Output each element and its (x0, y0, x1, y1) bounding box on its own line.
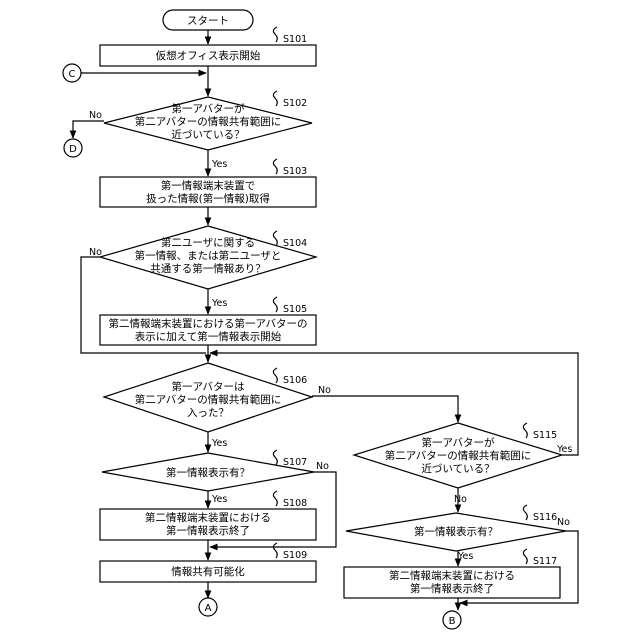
connector-b: B (443, 611, 461, 629)
svg-text:共通する第一情報あり？: 共通する第一情報あり？ (150, 262, 266, 275)
svg-text:扱った情報(第一情報)取得: 扱った情報(第一情報)取得 (146, 192, 270, 205)
svg-text:第一情報、または第二ユーザと: 第一情報、または第二ユーザと (135, 249, 282, 262)
tag-s108: S108 (283, 498, 307, 509)
connector-d: D (64, 139, 82, 157)
step-s117: 第二情報端末装置における 第一情報表示終了 (344, 567, 560, 598)
svg-text:情報共有可能化: 情報共有可能化 (171, 565, 245, 578)
svg-text:第一情報表示有？: 第一情報表示有？ (166, 466, 250, 479)
decision-s115: 第一アバターが 第二アバターの情報共有範囲に 近づいている？ (354, 423, 562, 488)
svg-text:C: C (69, 69, 76, 80)
step-s105: 第二情報端末装置における第一アバターの 表示に加えて第一情報表示開始 (100, 315, 316, 345)
start-label: スタート (187, 15, 229, 27)
step-s108: 第二情報端末装置における 第一情報表示終了 (100, 509, 316, 540)
svg-text:第二情報端末装置における第一アバターの: 第二情報端末装置における第一アバターの (108, 317, 307, 330)
svg-text:第二アバターの情報共有範囲に: 第二アバターの情報共有範囲に (135, 393, 282, 406)
svg-text:近づいている？: 近づいている？ (421, 462, 494, 475)
svg-text:第二情報端末装置における: 第二情報端末装置における (389, 569, 515, 582)
svg-text:A: A (205, 603, 212, 614)
s102-no-label: No (89, 110, 102, 121)
svg-text:表示に加えて第一情報表示開始: 表示に加えて第一情報表示開始 (135, 330, 282, 343)
svg-text:第二アバターの情報共有範囲に: 第二アバターの情報共有範囲に (385, 449, 532, 462)
connector-c: C (63, 64, 81, 82)
svg-text:近づいている？: 近づいている？ (171, 128, 244, 141)
s104-yes-label: Yes (211, 298, 227, 309)
svg-text:第一情報表示終了: 第一情報表示終了 (410, 582, 494, 595)
s104-no-label: No (89, 247, 102, 258)
s107-yes-label: Yes (211, 494, 227, 505)
tag-s101: S101 (283, 34, 307, 45)
s116-yes-label: Yes (457, 551, 473, 562)
s106-no-label: No (318, 385, 331, 396)
svg-text:第二ユーザに関する: 第二ユーザに関する (161, 236, 255, 249)
svg-text:第一情報端末装置で: 第一情報端末装置で (161, 179, 256, 192)
s115-yes-label: Yes (556, 444, 572, 455)
s106-yes-label: Yes (211, 438, 227, 449)
tag-s117: S117 (533, 556, 557, 567)
step-s103: 第一情報端末装置で 扱った情報(第一情報)取得 (100, 177, 316, 207)
tag-s104: S104 (283, 238, 307, 249)
svg-text:D: D (69, 144, 77, 155)
tag-s102: S102 (283, 98, 307, 109)
decision-s102: 第一アバターが 第二アバターの情報共有範囲に 近づいている？ (104, 97, 312, 150)
decision-s104: 第二ユーザに関する 第一情報、または第二ユーザと 共通する第一情報あり？ (100, 226, 316, 289)
svg-text:第一アバターが: 第一アバターが (421, 436, 495, 449)
tag-s106: S106 (283, 375, 307, 386)
s116-no-label: No (557, 517, 570, 528)
step-s101: 仮想オフィス表示開始 (100, 45, 316, 66)
connector-a: A (199, 598, 217, 616)
svg-text:第一情報表示有？: 第一情報表示有？ (414, 525, 498, 538)
s107-no-label: No (316, 461, 329, 472)
decision-s106: 第一アバターは 第二アバターの情報共有範囲に 入った？ (104, 363, 312, 432)
tag-s105: S105 (283, 304, 307, 315)
s102-yes-label: Yes (211, 159, 227, 170)
tag-s116: S116 (533, 512, 557, 523)
start-terminal: スタート (163, 10, 253, 30)
svg-text:第二情報端末装置における: 第二情報端末装置における (145, 511, 271, 524)
step-s109: 情報共有可能化 (100, 561, 316, 582)
tag-s103: S103 (283, 166, 307, 177)
tag-s115: S115 (533, 430, 557, 441)
svg-text:仮想オフィス表示開始: 仮想オフィス表示開始 (156, 49, 261, 62)
svg-text:第一情報表示終了: 第一情報表示終了 (166, 524, 250, 537)
svg-text:入った？: 入った？ (187, 407, 229, 419)
svg-text:第一アバターは: 第一アバターは (171, 380, 244, 393)
svg-text:第二アバターの情報共有範囲に: 第二アバターの情報共有範囲に (135, 115, 282, 128)
tag-s109: S109 (283, 550, 307, 561)
svg-text:B: B (449, 616, 456, 627)
svg-text:第一アバターが: 第一アバターが (171, 102, 245, 115)
tag-s107: S107 (283, 457, 307, 468)
step-tags: S101 S102 S103 S104 S105 S106 S107 S108 … (273, 27, 557, 567)
s115-no-label: No (454, 494, 467, 505)
